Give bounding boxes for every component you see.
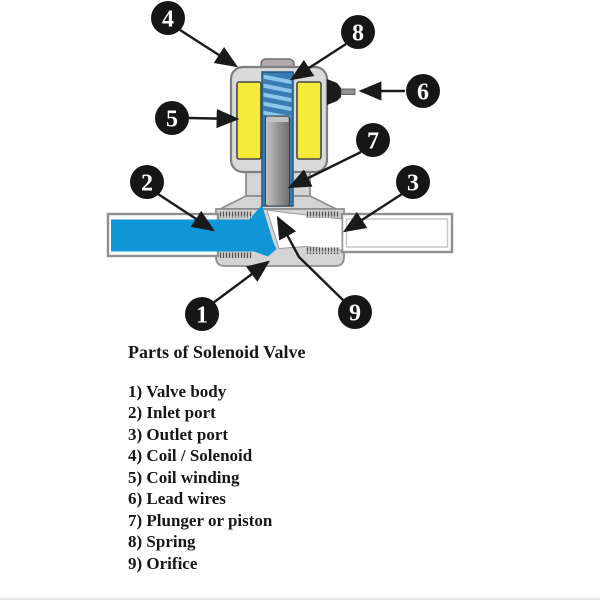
callout-arrow-4 [179,28,239,68]
callout-circle-5 [155,101,189,135]
callout-circle-8 [341,15,375,49]
coil-winding-right [296,81,322,160]
callout-arrow-1 [212,260,270,304]
callout-number-3: 3 [407,171,419,197]
plunger-piston [265,115,290,207]
callout-number-6: 6 [417,80,429,106]
callout-arrow-2 [157,192,216,232]
coil-winding-left [236,81,262,160]
callout-circle-6 [406,74,440,108]
callout-number-4: 4 [162,7,174,33]
legend-item: 3) Outlet port [128,424,229,444]
callout-number-7: 7 [367,129,379,155]
callout-number-2: 2 [141,171,153,197]
callout-number-1: 1 [196,303,208,329]
lead-wire [340,88,356,95]
thread-outlet-bottom [306,247,340,254]
callout-number-8: 8 [352,21,364,47]
legend-item: 6) Lead wires [128,489,226,509]
callout-arrow-7 [287,150,362,189]
thread-inlet-top [220,211,252,218]
lead-wire-connector [327,79,341,105]
legend-item: 5) Coil winding [128,467,240,487]
callout-arrow-9 [276,215,345,302]
callout-circle-4 [151,1,185,35]
legend-item: 8) Spring [128,532,196,552]
legend-item: 4) Coil / Solenoid [128,446,253,466]
outlet-pipe-inner-wall [345,218,449,248]
callout-circle-9 [338,295,372,329]
legend-item: 2) Inlet port [128,403,216,423]
thread-inlet-bottom [220,251,252,258]
callout-circle-3 [396,165,430,199]
thread-outlet-top [306,211,340,218]
callout-number-5: 5 [166,107,178,133]
legend-item: 1) Valve body [128,382,227,401]
plunger-top-highlight [266,117,289,122]
callouts: 1 2 3 4 5 6 7 8 9 [130,1,440,331]
legend-item: 9) Orifice [128,553,198,573]
legend-item: 7) Plunger or piston [128,510,273,530]
callout-arrow-8 [289,42,347,81]
callout-circle-7 [356,123,390,157]
legend-title: Parts of Solenoid Valve [128,342,306,362]
callout-circle-2 [130,165,164,199]
callout-circle-1 [185,297,219,331]
callout-number-9: 9 [349,301,361,327]
callout-arrow-3 [342,192,403,233]
callout-arrow-5 [188,108,240,129]
